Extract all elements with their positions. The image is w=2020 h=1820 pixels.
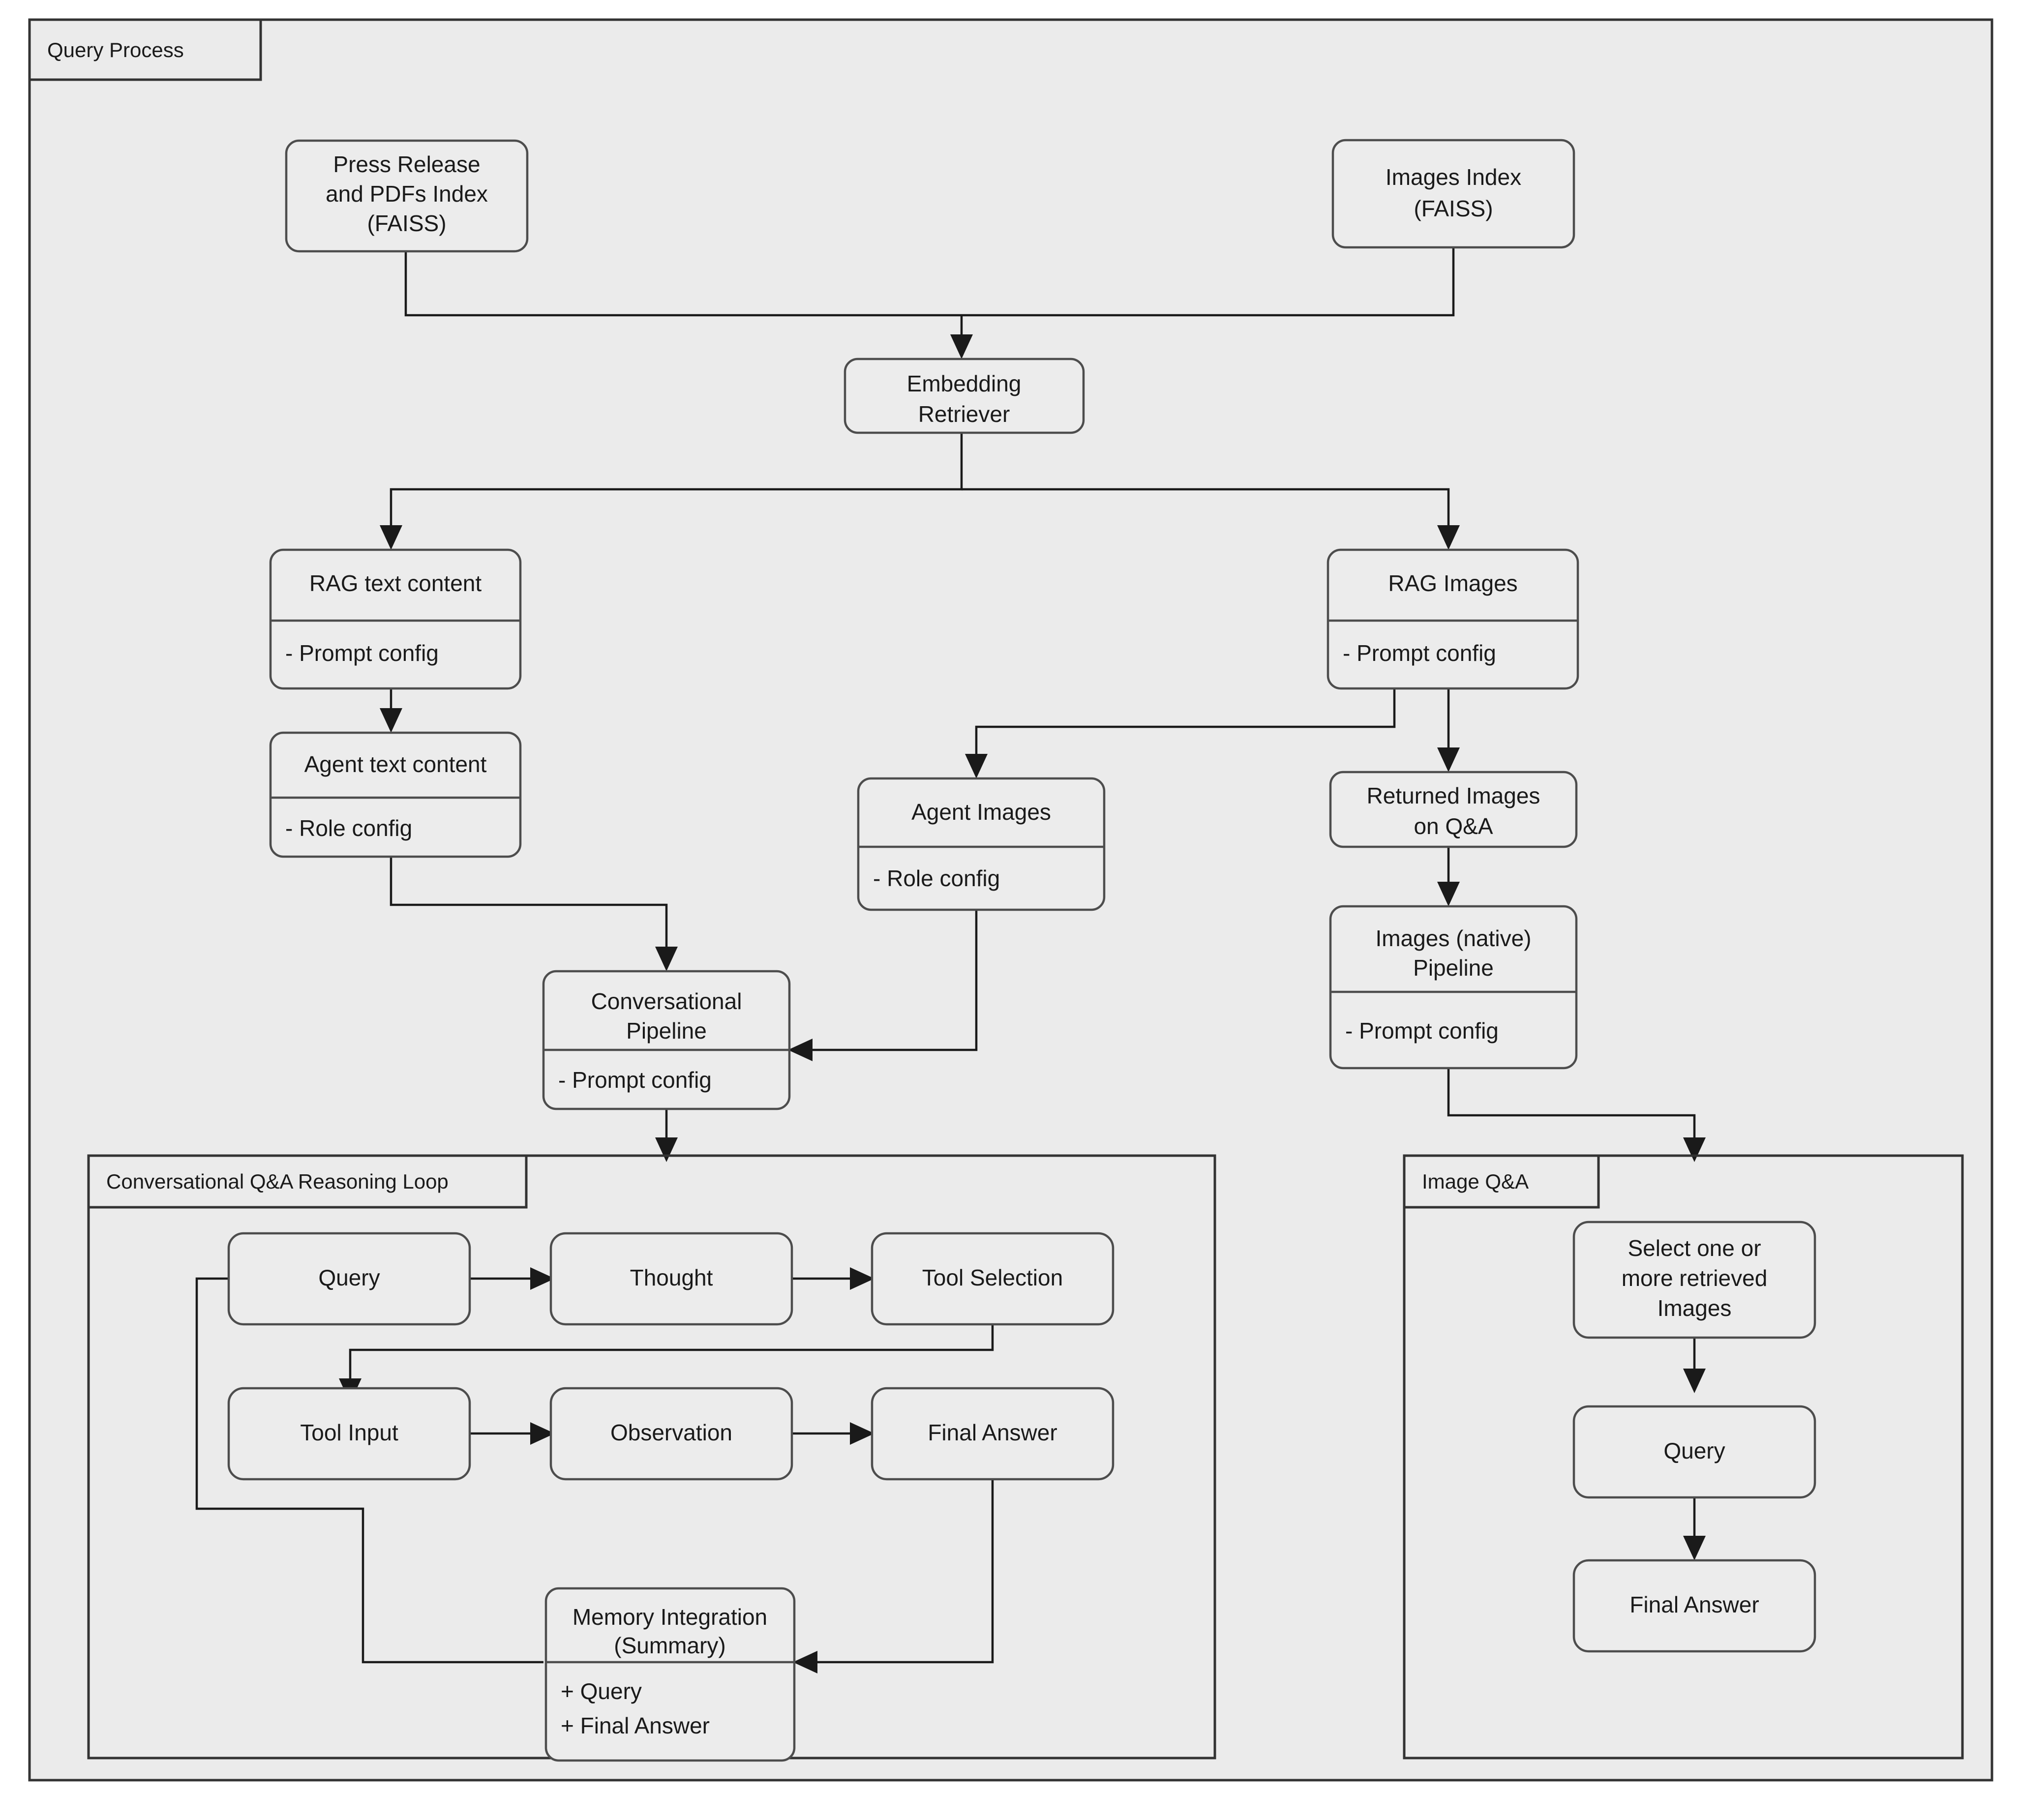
node-returned-images[interactable]: Returned Images on Q&A: [1329, 771, 1578, 848]
conversational-pipeline-line2: Pipeline: [626, 1018, 707, 1044]
select-images-line1: Select one or: [1628, 1235, 1761, 1261]
edge-press-release-to-embedding: [404, 251, 962, 317]
loop-observation-label: Observation: [610, 1420, 732, 1445]
conversational-pipeline-attr1: - Prompt config: [558, 1067, 712, 1093]
edge-observation-to-final-answer: [792, 1422, 874, 1445]
edge-agent-text-to-conversational-pipeline: [390, 857, 678, 971]
node-conversational-pipeline[interactable]: Conversational Pipeline - Prompt config: [542, 970, 791, 1110]
node-agent-images[interactable]: Agent Images - Role config: [857, 777, 1106, 911]
memory-integration-line2: (Summary): [614, 1633, 725, 1658]
loop-thought-label: Thought: [630, 1265, 713, 1290]
image-final-answer-label: Final Answer: [1629, 1592, 1759, 1617]
edge-tool-input-to-observation: [470, 1422, 555, 1445]
embedding-retriever-line1: Embedding: [907, 371, 1022, 396]
query-process-label: Query Process: [47, 38, 184, 61]
images-native-pipeline-attr1: - Prompt config: [1345, 1018, 1499, 1044]
edge-rag-images-to-returned-images: [1437, 688, 1460, 772]
edge-images-index-to-embedding: [962, 247, 1455, 317]
images-native-pipeline-line2: Pipeline: [1413, 955, 1494, 981]
node-loop-final-answer[interactable]: Final Answer: [871, 1387, 1115, 1481]
node-image-final-answer[interactable]: Final Answer: [1572, 1559, 1816, 1653]
press-release-index-line1: Press Release: [333, 151, 480, 177]
images-index-line2: (FAISS): [1414, 196, 1493, 221]
edge-junction-to-embedding: [950, 315, 973, 359]
conversational-pipeline-line1: Conversational: [591, 988, 742, 1014]
image-query-label: Query: [1663, 1438, 1725, 1463]
loop-tool-selection-label: Tool Selection: [922, 1265, 1063, 1290]
image-qa-label: Image Q&A: [1422, 1170, 1529, 1193]
edge-image-query-to-image-final-answer: [1683, 1497, 1706, 1560]
images-native-pipeline-line1: Images (native): [1375, 925, 1531, 951]
node-loop-observation[interactable]: Observation: [549, 1387, 793, 1481]
node-agent-text-content[interactable]: Agent text content - Role config: [269, 731, 522, 858]
node-images-native-pipeline[interactable]: Images (native) Pipeline - Prompt config: [1329, 905, 1578, 1070]
node-rag-images[interactable]: RAG Images - Prompt config: [1327, 548, 1579, 690]
node-embedding-retriever[interactable]: Embedding Retriever: [844, 358, 1085, 434]
returned-images-line1: Returned Images: [1367, 783, 1540, 808]
image-qa-tab: [1403, 1154, 1600, 1209]
embedding-retriever-line2: Retriever: [918, 401, 1010, 427]
agent-images-attr1: - Role config: [873, 865, 1000, 891]
query-process-tab: [28, 18, 262, 81]
edge-embedding-to-rag-text: [380, 433, 963, 550]
edge-images-pipeline-to-image-qa: [1447, 1068, 1706, 1162]
node-press-release-index[interactable]: Press Release and PDFs Index (FAISS): [285, 139, 529, 253]
edge-rag-images-to-agent-images: [965, 688, 1396, 778]
node-select-images[interactable]: Select one or more retrieved Images: [1572, 1221, 1816, 1339]
rag-images-title: RAG Images: [1388, 570, 1517, 596]
select-images-line3: Images: [1658, 1295, 1732, 1321]
image-qa-container: [1403, 1154, 1964, 1760]
reasoning-loop-tab: [87, 1154, 528, 1209]
edge-query-to-thought: [470, 1267, 555, 1290]
loop-query-label: Query: [318, 1265, 380, 1290]
agent-text-content-attr1: - Role config: [285, 815, 412, 841]
agent-text-content-title: Agent text content: [304, 751, 487, 777]
loop-final-answer-label: Final Answer: [928, 1420, 1057, 1445]
select-images-line2: more retrieved: [1622, 1265, 1768, 1291]
rag-text-content-title: RAG text content: [309, 570, 482, 596]
press-release-index-line3: (FAISS): [367, 210, 446, 236]
agent-images-title: Agent Images: [911, 799, 1051, 825]
node-images-index[interactable]: Images Index (FAISS): [1331, 139, 1575, 249]
reasoning-loop-label: Conversational Q&A Reasoning Loop: [106, 1170, 449, 1193]
edge-conversational-pipeline-to-loop: [655, 1109, 678, 1162]
rag-text-content-attr1: - Prompt config: [285, 640, 439, 666]
node-loop-query[interactable]: Query: [227, 1232, 471, 1326]
returned-images-line2: on Q&A: [1414, 813, 1493, 839]
node-loop-tool-selection[interactable]: Tool Selection: [871, 1232, 1115, 1326]
edge-select-images-to-image-query: [1683, 1338, 1706, 1393]
loop-tool-input-label: Tool Input: [300, 1420, 398, 1445]
memory-integration-attr1: + Query: [561, 1678, 642, 1704]
memory-integration-line1: Memory Integration: [573, 1604, 767, 1630]
images-index-line1: Images Index: [1386, 164, 1521, 190]
node-rag-text-content[interactable]: RAG text content - Prompt config: [269, 548, 522, 690]
edge-rag-text-to-agent-text: [380, 688, 402, 733]
edge-embedding-to-rag-images: [962, 488, 1460, 550]
node-image-query[interactable]: Query: [1572, 1405, 1816, 1499]
node-loop-thought[interactable]: Thought: [549, 1232, 793, 1326]
node-loop-tool-input[interactable]: Tool Input: [227, 1387, 471, 1481]
press-release-index-line2: and PDFs Index: [326, 181, 488, 207]
edge-final-answer-to-memory-integration: [793, 1478, 994, 1673]
edge-thought-to-tool-selection: [792, 1267, 874, 1290]
edge-returned-images-to-images-pipeline: [1437, 847, 1460, 906]
node-memory-integration[interactable]: Memory Integration (Summary) + Query + F…: [544, 1587, 796, 1762]
rag-images-attr1: - Prompt config: [1343, 640, 1496, 666]
edge-agent-images-to-conversational-pipeline: [788, 910, 978, 1061]
memory-integration-attr2: + Final Answer: [561, 1713, 710, 1738]
